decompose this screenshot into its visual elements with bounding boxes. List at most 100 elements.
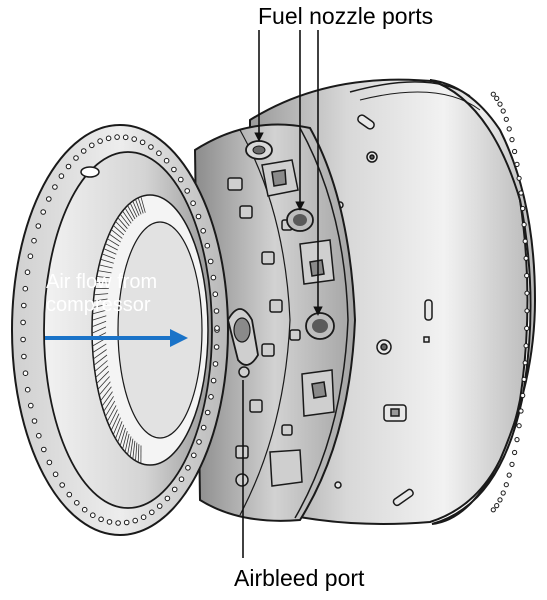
swirler-vane (96, 276, 111, 279)
bolt-hole (21, 302, 27, 309)
bolt-hole (89, 142, 95, 149)
bolt-hole (520, 205, 526, 212)
swirler-vane (122, 210, 132, 224)
bolt-hole (81, 506, 88, 513)
swirler-vane (92, 343, 107, 353)
bolt-hole (212, 361, 219, 367)
swirler-vane (98, 381, 111, 396)
casing-features (334, 114, 433, 507)
bolt-hole (106, 519, 113, 525)
bolt-hole (156, 503, 163, 509)
bolt-hole (24, 269, 31, 276)
bolt-hole (178, 476, 185, 483)
swirler-vane (137, 444, 140, 463)
bolt-hole (195, 213, 202, 220)
bolt-hole (59, 482, 66, 488)
bolt-hole (190, 200, 196, 206)
bolt-hole (494, 503, 500, 509)
bolt-hole (114, 134, 120, 140)
bolt-hole (196, 439, 202, 445)
fuel-nozzle-leaders (254, 30, 323, 316)
bolt-hole (123, 519, 130, 526)
swirler-vane (100, 386, 112, 401)
bolt-hole (132, 517, 138, 524)
bolt-hole (522, 238, 528, 244)
swirler-vane (105, 243, 118, 251)
airbleed-port (227, 308, 259, 378)
bolt-hole (46, 459, 53, 466)
bolt-hole (131, 136, 137, 142)
bolt-hole (514, 161, 520, 167)
swirler-vane (119, 427, 126, 446)
swirler-vane (91, 326, 107, 334)
bolt-hole (213, 344, 220, 350)
bolt-hole (21, 353, 27, 360)
bolt-hole (171, 166, 177, 173)
swirler-vane (101, 391, 113, 407)
swirler-vane (124, 207, 134, 222)
bolt-hole (22, 285, 29, 292)
swirler-vane (135, 442, 138, 461)
bolt-hole (149, 509, 155, 516)
swirler-vane (132, 440, 136, 459)
swirler-vane (108, 233, 121, 243)
bolt-hole (122, 134, 129, 141)
bolt-hole (506, 126, 512, 132)
front-flange-bolt-holes (20, 134, 220, 526)
bolt-hole (184, 188, 190, 194)
bolt-hole (497, 101, 503, 107)
swirler-vane (140, 196, 146, 213)
air-flow-label-line2: compressor (46, 294, 151, 316)
bolt-hole (80, 148, 87, 154)
bolt-hole (185, 465, 191, 471)
bolt-hole (139, 139, 146, 146)
air-flow-label-line1: Air flow from (46, 271, 158, 293)
bolt-hole (52, 471, 59, 478)
airbleed-port-label: Airbleed port (234, 565, 365, 591)
bolt-hole (178, 176, 184, 183)
bolt-hole (207, 258, 214, 265)
bolt-hole (213, 308, 220, 314)
bolt-hole (36, 432, 42, 439)
bolt-hole (523, 343, 529, 349)
arrow-right-icon (45, 329, 188, 347)
bolt-hole (210, 377, 217, 384)
nozzle-ring (193, 123, 357, 522)
bolt-hole (523, 255, 529, 261)
swirler-vane (132, 200, 140, 216)
swirler-vane (127, 436, 132, 455)
bolt-hole (200, 424, 207, 431)
bolt-hole (22, 370, 29, 377)
bolt-hole (516, 423, 522, 429)
swirler-vane (117, 217, 128, 229)
bolt-hole (65, 163, 72, 170)
bolt-hole (156, 150, 162, 156)
bolt-hole (200, 228, 206, 234)
bolt-hole (40, 209, 47, 215)
bolt-hole (524, 290, 530, 296)
swirler-vane (124, 433, 130, 452)
bolt-hole (512, 449, 518, 456)
swirler-vane (108, 409, 118, 427)
swirler-vane (100, 258, 114, 264)
bolt-hole (24, 386, 31, 393)
bolt-hole (148, 144, 154, 150)
swirler-vane (129, 202, 138, 218)
swirler-vane (105, 400, 116, 417)
swirler-vane (92, 309, 107, 315)
swirler-vane (135, 199, 142, 215)
bolt-hole (208, 394, 214, 400)
bolt-hole (500, 108, 506, 114)
swirler-vane (96, 371, 110, 384)
bolt-hole (522, 360, 528, 366)
bolt-hole (115, 520, 121, 526)
bolt-hole (503, 482, 509, 488)
swirler-vane (95, 282, 110, 284)
swirler-vane (119, 213, 130, 227)
casing-flange-bolt-holes (490, 91, 530, 513)
bolt-hole (512, 148, 518, 155)
swirler-vane (113, 225, 125, 236)
swirler-vane (127, 205, 136, 220)
bolt-hole (46, 196, 52, 202)
